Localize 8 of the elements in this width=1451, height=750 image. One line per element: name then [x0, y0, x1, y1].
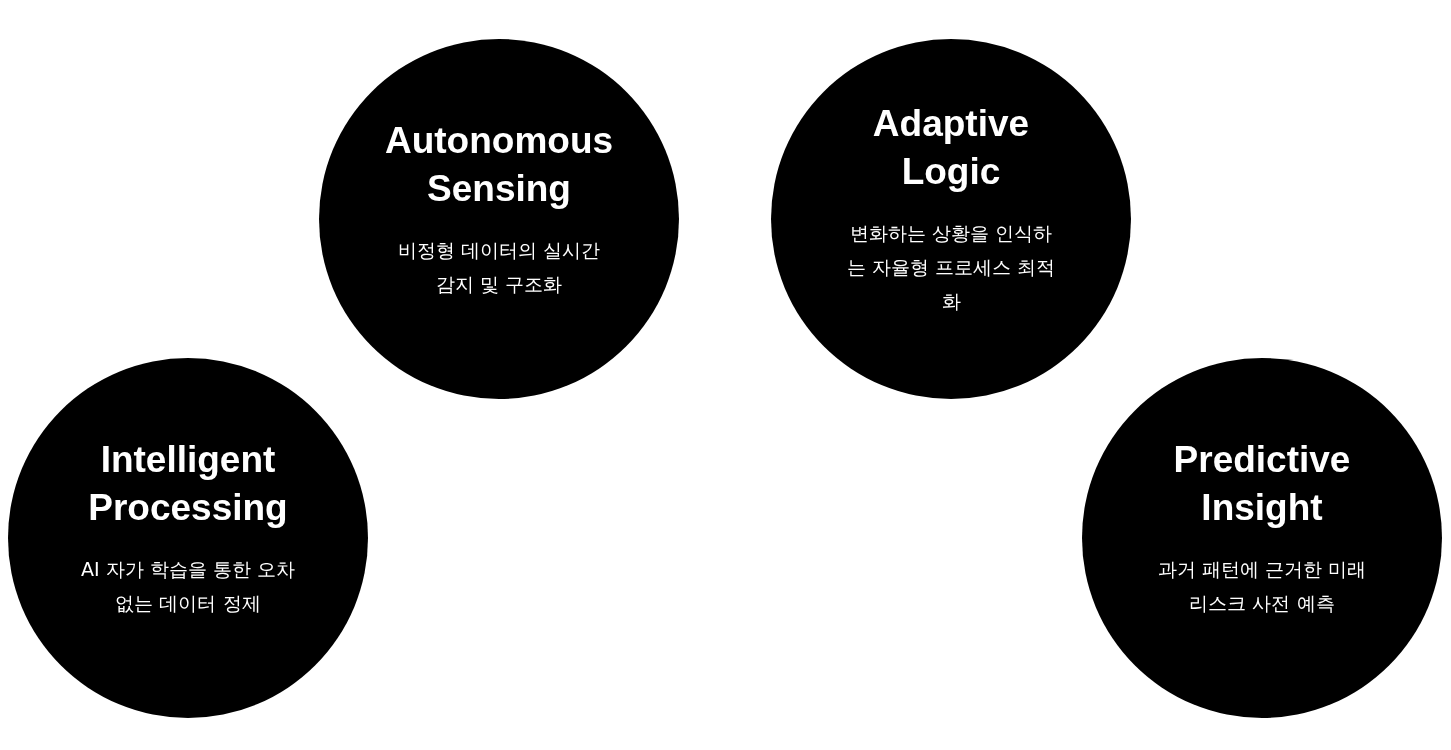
- node-title: Autonomous Sensing: [383, 119, 615, 211]
- node-title: Adaptive Logic: [871, 102, 1031, 194]
- node-description: 비정형 데이터의 실시간 감지 및 구조화: [396, 238, 602, 297]
- node-description: 변화하는 상황을 인식하는 자율형 프로세스 최적화: [845, 221, 1057, 314]
- node-description: 과거 패턴에 근거한 미래 리스크 사전 예측: [1156, 557, 1368, 616]
- node-title: Intelligent Processing: [87, 438, 289, 530]
- node-title: Predictive Insight: [1172, 438, 1352, 530]
- node-description: AI 자가 학습을 통한 오차 없는 데이터 정제: [80, 557, 296, 616]
